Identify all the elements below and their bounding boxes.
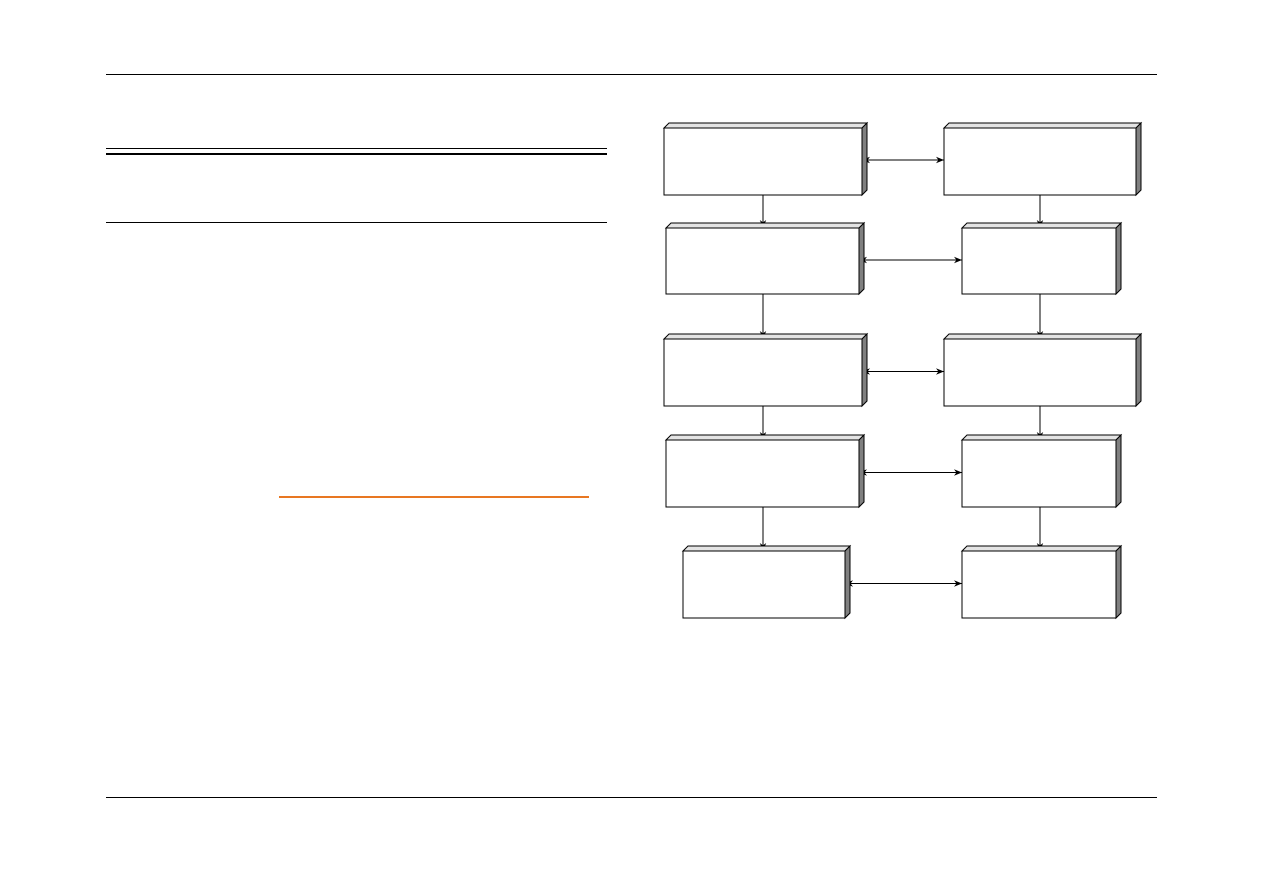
left-process-box-2-top-face xyxy=(664,222,866,229)
left-process-box-4 xyxy=(664,433,866,509)
title-double-rule xyxy=(106,148,607,155)
right-process-box-4 xyxy=(960,433,1123,509)
left-process-box-5 xyxy=(681,544,852,620)
right-process-box-5-top-face xyxy=(960,545,1123,552)
left-process-box-3-front-face xyxy=(663,338,863,407)
right-process-box-4-top-face xyxy=(960,434,1123,441)
footer-rule xyxy=(106,797,1157,798)
left-process-box-2-side-face xyxy=(858,221,865,296)
right-process-box-5 xyxy=(960,544,1123,620)
left-process-box-1-front-face xyxy=(663,127,863,196)
left-process-box-1-side-face xyxy=(861,121,868,197)
title-bottom-rule xyxy=(106,222,607,223)
left-process-box-5-top-face xyxy=(681,545,852,552)
right-process-box-1 xyxy=(942,121,1143,197)
left-process-box-1 xyxy=(662,121,869,197)
left-process-box-4-side-face xyxy=(858,433,865,509)
right-process-box-3-top-face xyxy=(942,333,1143,340)
right-process-box-1-front-face xyxy=(943,127,1137,196)
right-process-box-4-side-face xyxy=(1115,433,1122,509)
right-process-box-3-side-face xyxy=(1135,332,1142,408)
left-process-box-3-side-face xyxy=(861,332,868,408)
right-process-box-2 xyxy=(960,221,1123,296)
left-process-box-3 xyxy=(662,332,869,408)
right-process-box-2-side-face xyxy=(1115,221,1122,296)
left-process-box-2 xyxy=(664,221,866,296)
right-process-box-2-front-face xyxy=(961,227,1117,295)
left-process-box-4-front-face xyxy=(665,439,860,508)
left-process-box-5-side-face xyxy=(844,544,851,620)
left-process-box-5-front-face xyxy=(682,550,846,619)
right-process-box-3 xyxy=(942,332,1143,408)
right-process-box-4-front-face xyxy=(961,439,1117,508)
left-process-box-4-top-face xyxy=(664,434,866,441)
right-process-box-1-side-face xyxy=(1135,121,1142,197)
left-process-box-2-front-face xyxy=(665,227,860,295)
right-process-box-2-top-face xyxy=(960,222,1123,229)
right-process-box-5-front-face xyxy=(961,550,1117,619)
header-rule xyxy=(106,74,1157,75)
left-process-box-1-top-face xyxy=(662,122,869,129)
right-process-box-3-front-face xyxy=(943,338,1137,407)
accent-rule xyxy=(279,496,589,498)
left-process-box-3-top-face xyxy=(662,333,869,340)
right-process-box-1-top-face xyxy=(942,122,1143,129)
right-process-box-5-side-face xyxy=(1115,544,1122,620)
